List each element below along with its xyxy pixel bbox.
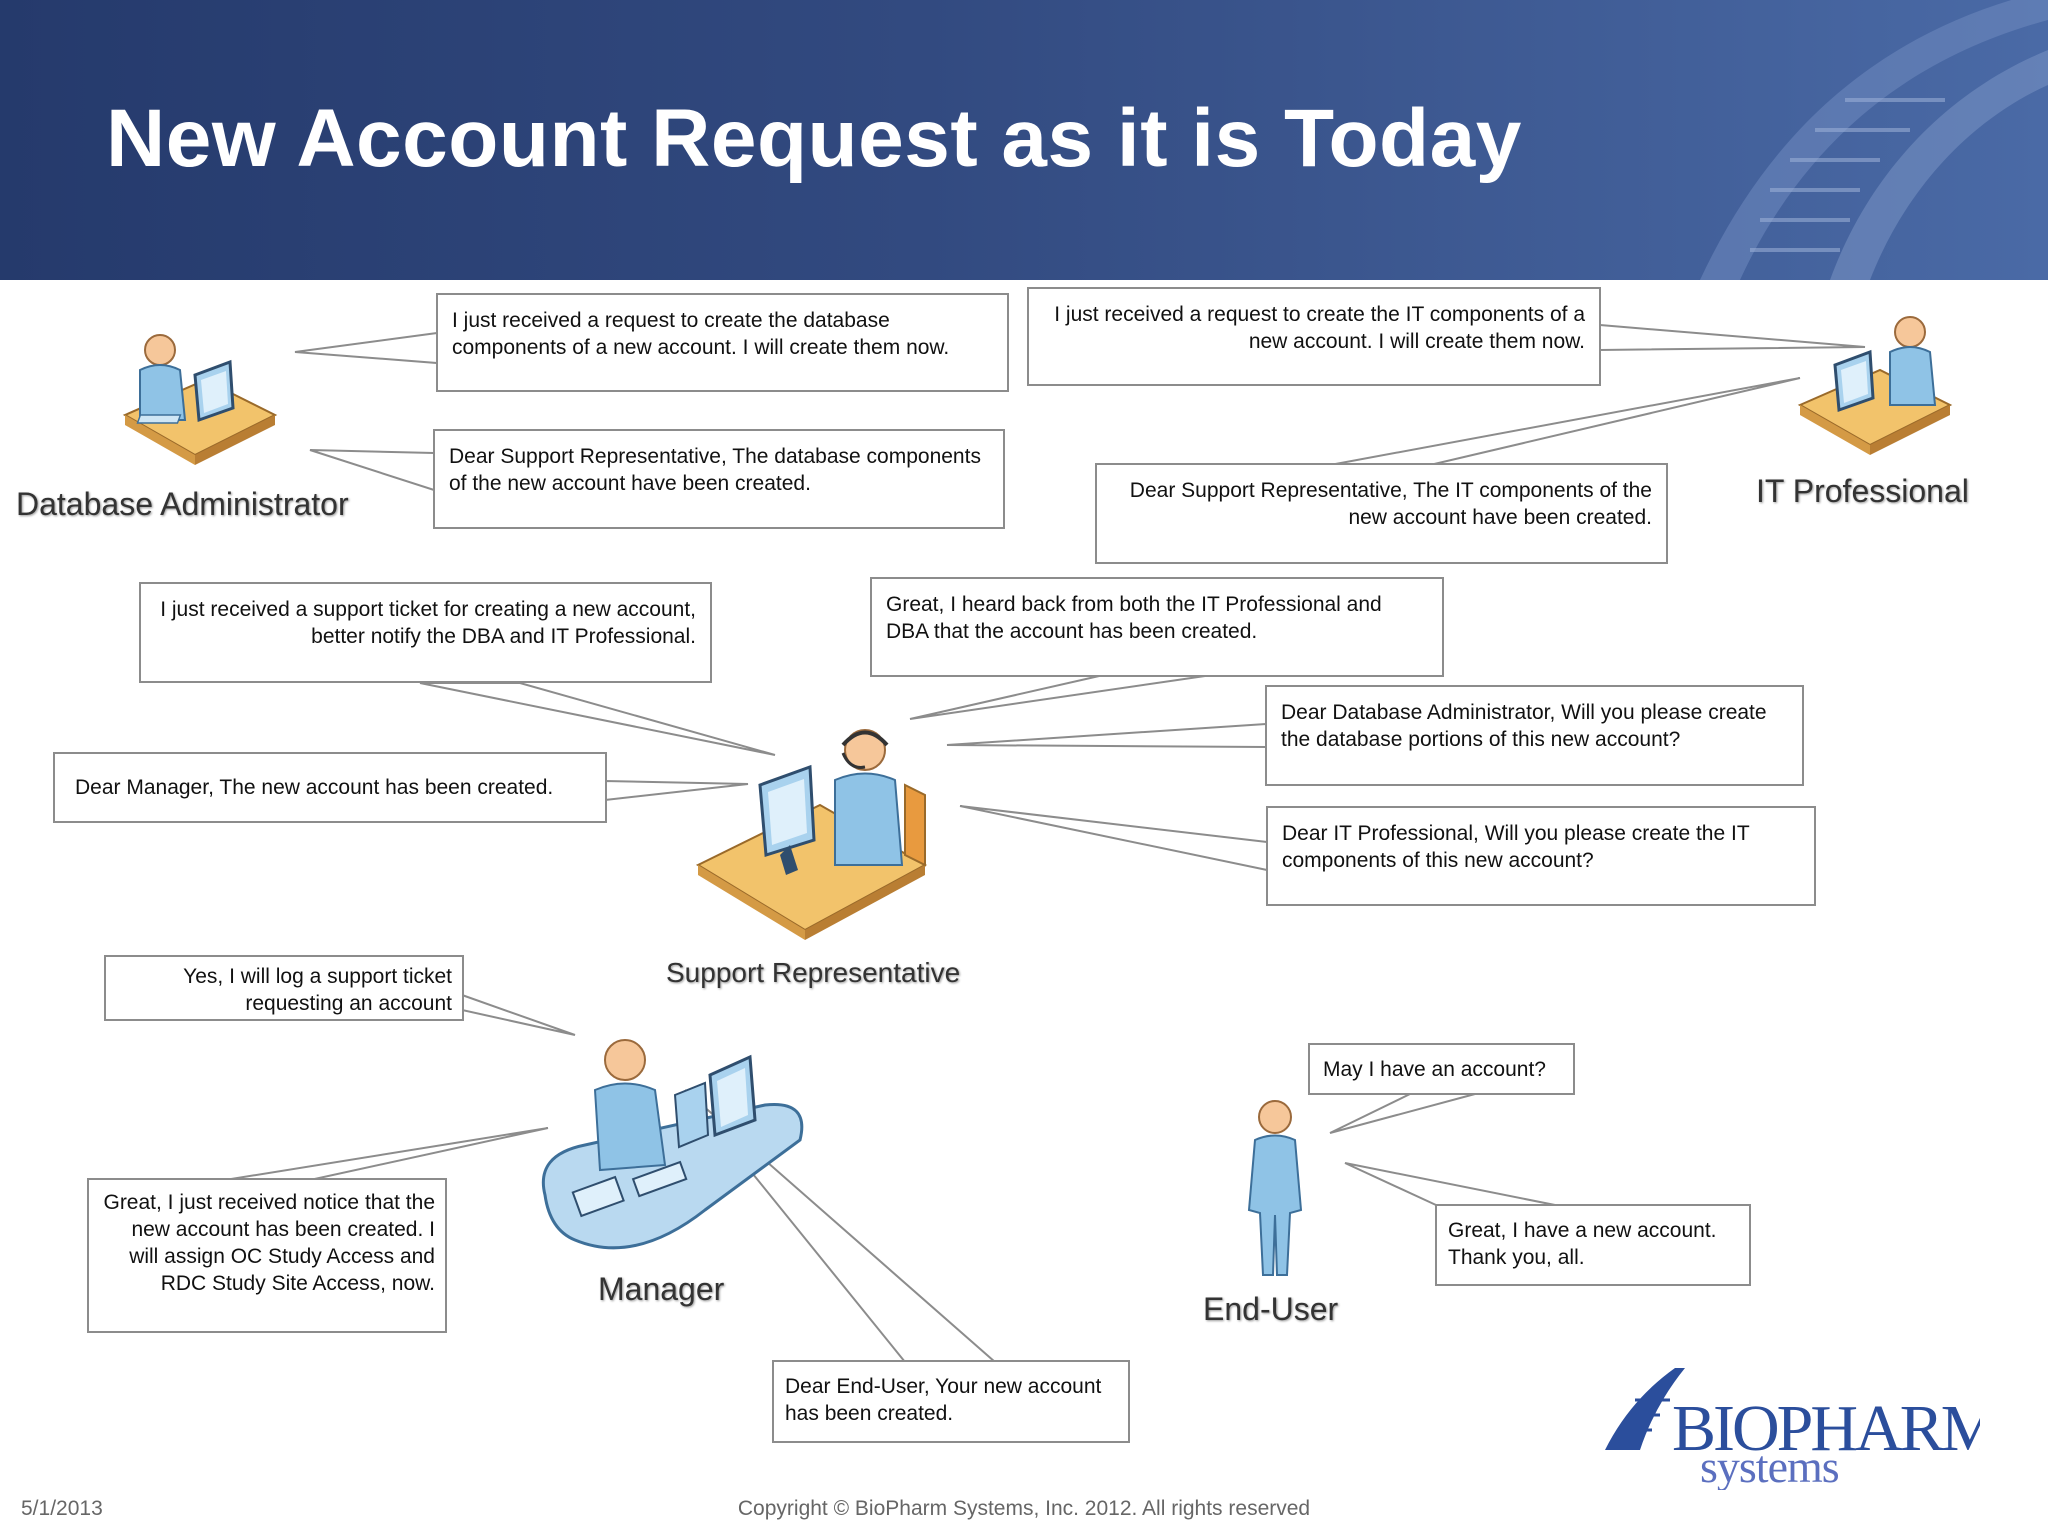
bubble-sr-heard-back: Great, I heard back from both the IT Pro… [870,577,1444,677]
footer-date: 5/1/2013 [21,1497,103,1520]
end-user-icon [1247,1100,1303,1276]
bubble-dba-done: Dear Support Representative, The databas… [433,429,1005,529]
support-representative-icon [695,729,928,940]
bubble-it-done: Dear Support Representative, The IT comp… [1095,463,1668,564]
title-banner: New Account Request as it is Today [0,0,2048,280]
page-title: New Account Request as it is Today [106,93,1522,184]
bubble-eu-request: May I have an account? [1308,1043,1575,1095]
bubble-sr-to-dba: Dear Database Administrator, Will you pl… [1265,685,1804,786]
bubble-sr-to-manager: Dear Manager, The new account has been c… [53,752,607,823]
manager-role-label: Manager [598,1271,725,1307]
bubble-mgr-log-ticket: Yes, I will log a support ticket request… [104,955,464,1021]
dna-helix-decoration [1700,0,2048,280]
footer-copyright: Copyright © BioPharm Systems, Inc. 2012.… [737,1497,1311,1520]
database-administrator-icon [122,334,278,465]
manager-icon [541,1039,804,1250]
bubble-eu-thanks: Great, I have a new account. Thank you, … [1435,1204,1751,1286]
bubble-it-received: I just received a request to create the … [1027,287,1601,386]
support-role-label: Support Representative [666,957,961,988]
bubble-mgr-assign: Great, I just received notice that the n… [87,1178,447,1333]
logo-name: BIOPHARM [1672,1392,1980,1465]
it-role-label: IT Professional [1756,473,1969,509]
logo-subname: systems [1700,1441,1839,1490]
biopharm-logo: BIOPHARM systems [1605,1368,1980,1490]
enduser-role-label: End-User [1203,1291,1339,1327]
dba-role-label: Database Administrator [16,486,349,522]
it-professional-icon [1797,316,1953,455]
bubble-sr-received: I just received a support ticket for cre… [139,582,712,683]
bubble-sr-to-it: Dear IT Professional, Will you please cr… [1266,806,1816,906]
bubble-mgr-to-enduser: Dear End-User, Your new account has been… [772,1360,1130,1443]
bubble-dba-received: I just received a request to create the … [436,293,1009,392]
